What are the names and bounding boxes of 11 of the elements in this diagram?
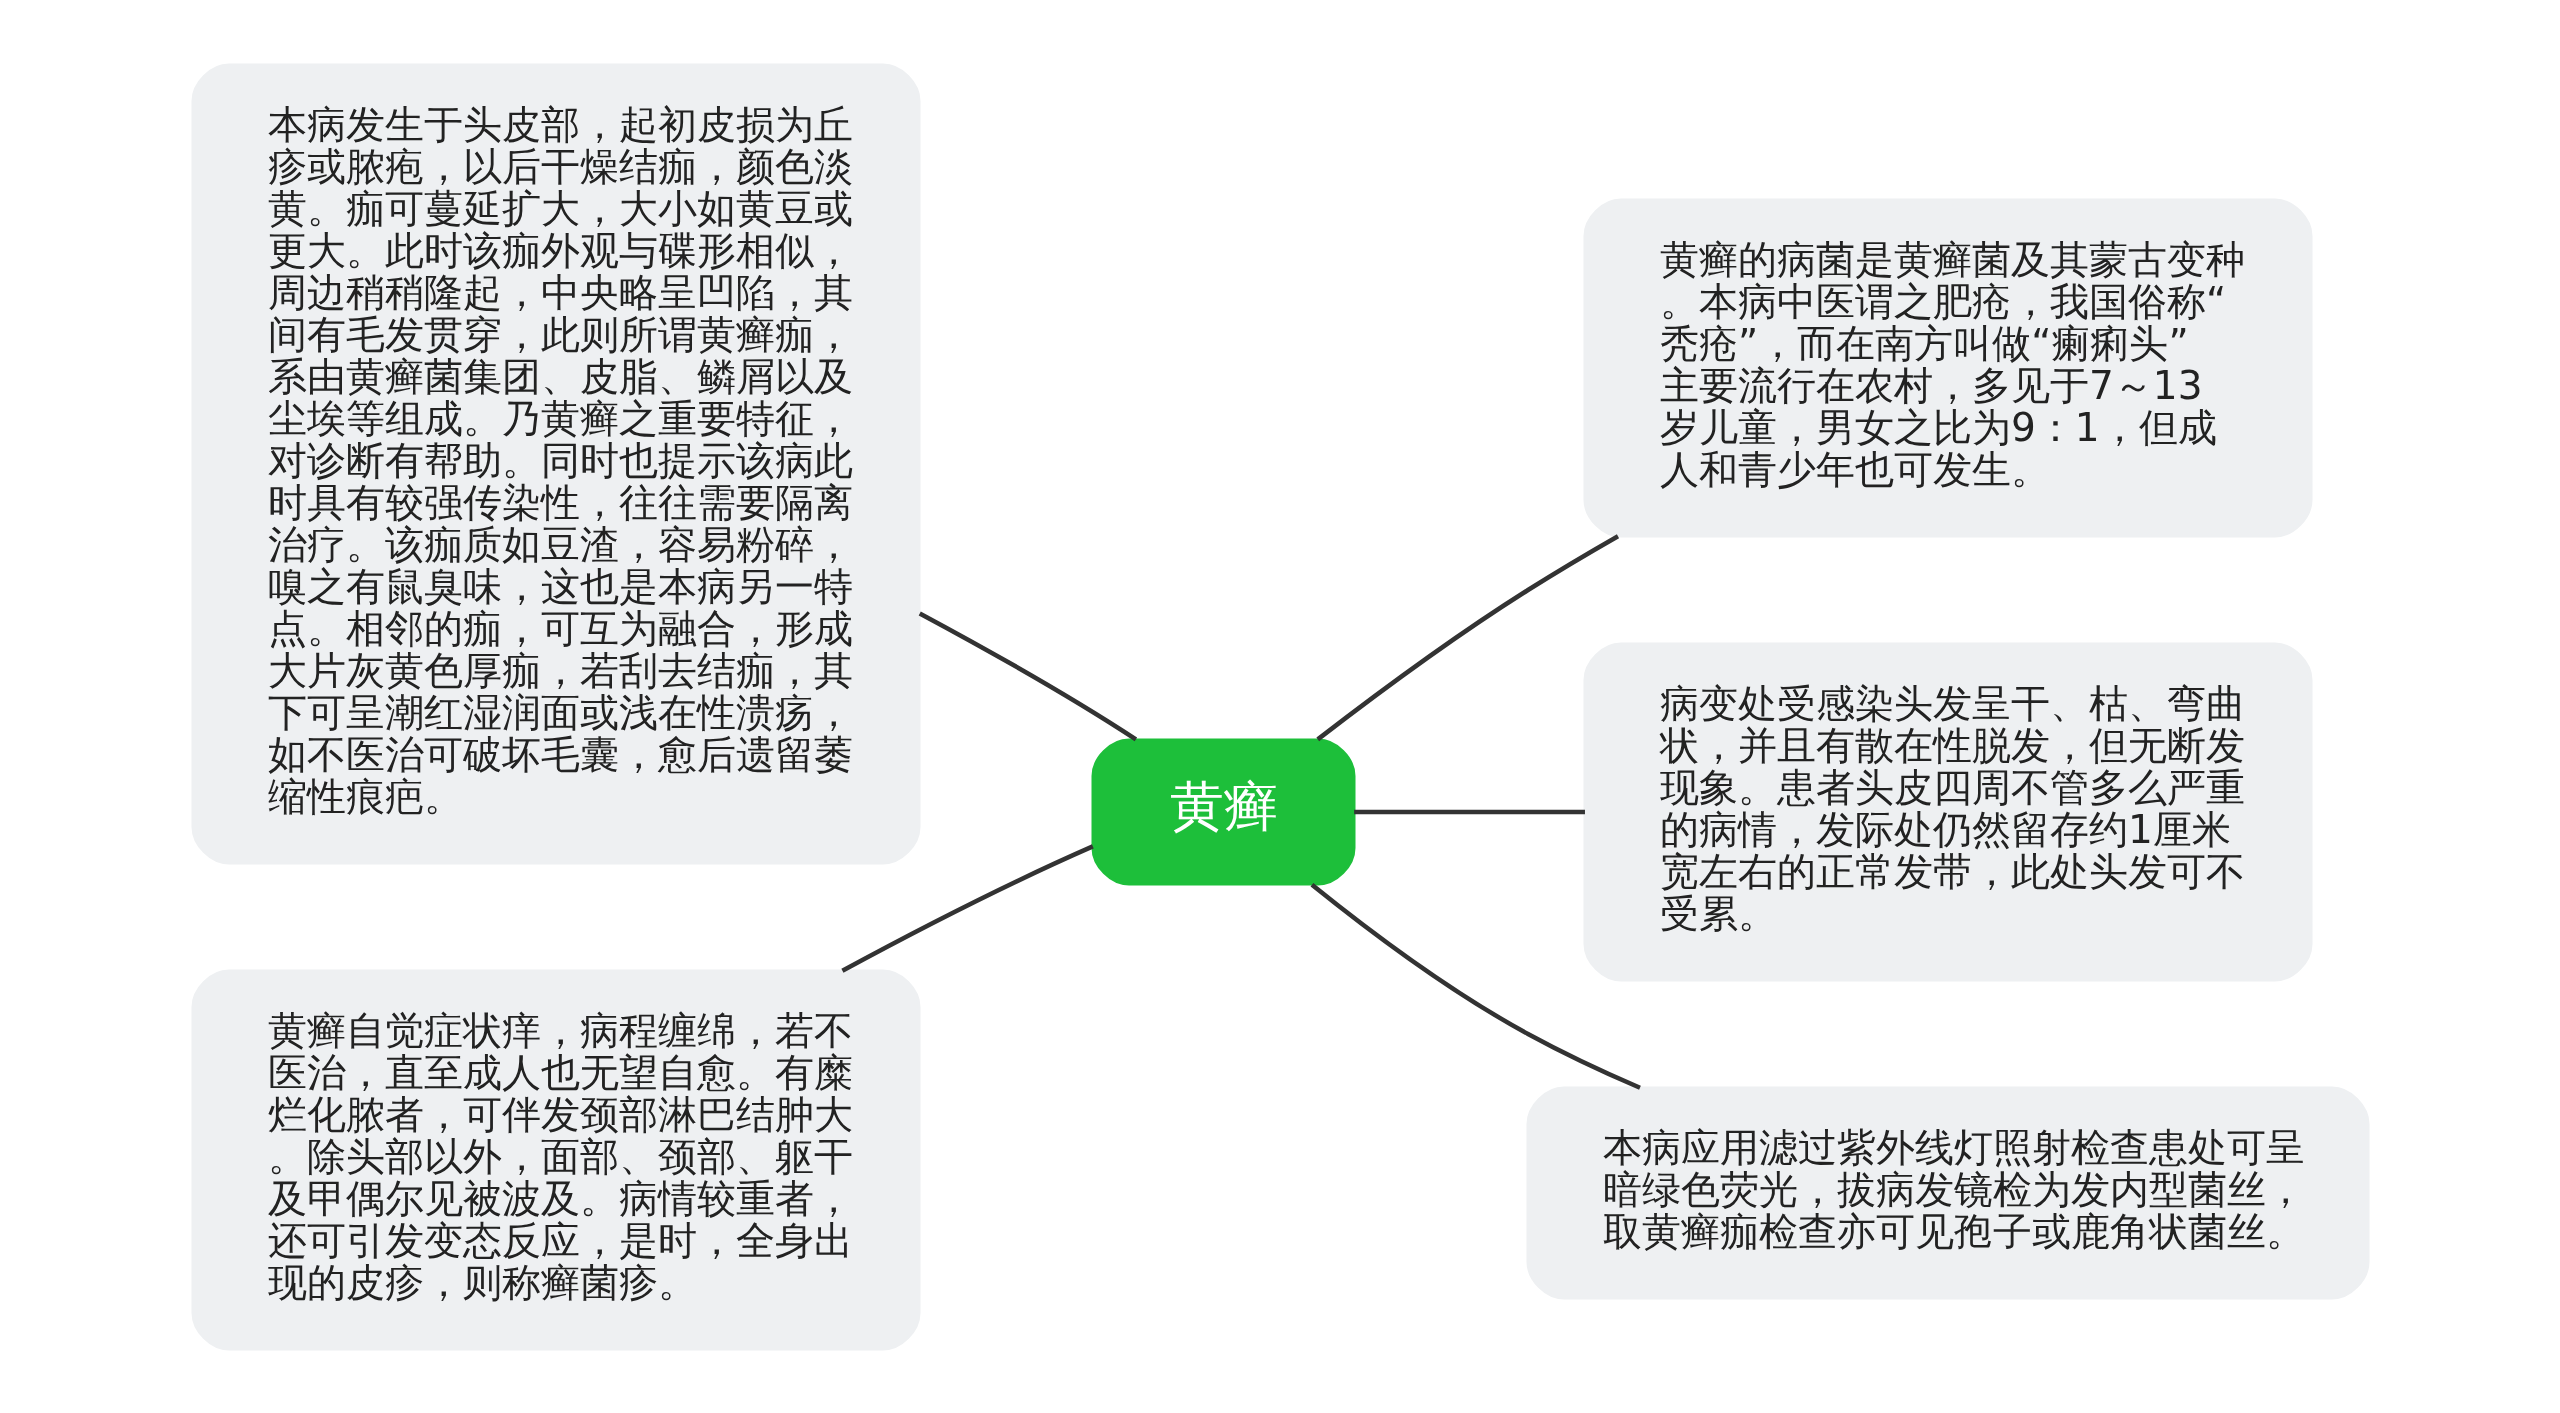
node-box: 本病应用滤过紫外线灯照射检查患处可呈暗绿色荧光，拔病发镜检为发内型菌丝，取黄癣痂检查亦可见孢子或鹿角状菌丝。 (1526, 1086, 2369, 1299)
connector (1353, 809, 1585, 814)
node-box: 黄癣的病菌是黄癣菌及其蒙古变种。本病中医谓之肥疮，我国俗称“秃疮”，而在南方叫做“瘌痢头”主要流行在农村，多见于7～13岁儿童，男女之比为9：1，但成人和青少年也可发生。 (1583, 198, 2312, 537)
node-box: 病变处受感染头发呈干、枯、弯曲状，并且有散在性脱发，但无断发现象。患者头皮四周不管多么严重的病情，发际处仍然留存约1厘米宽左右的正常发带，此处头发可不受累。 (1583, 642, 2312, 981)
node-box: 黄癣 (1091, 738, 1355, 885)
connector (1315, 533, 1619, 741)
node-box: 黄癣自觉症状痒，病程缠绵，若不医治，直至成人也无望自愈。有糜烂化脓者，可伴发颈部淋巴结肿大。除头部以外，面部、颈部、躯干及甲偶尔见被波及。病情较重者，还可引发变态反应，是时，全身出现的皮疹，则称癣菌疹。 (191, 969, 920, 1350)
node-box: 本病发生于头皮部，起初皮损为丘疹或脓疱，以后干燥结痂，颜色淡黄。痂可蔓延扩大，大小如黄豆或更大。此时该痂外观与碟形相似，周边稍稍隆起，中央略呈凹陷，其间有毛发贯穿，此则所谓黄癣痂，系由黄癣菌集团、皮脂、鳞屑以及尘埃等组成。乃黄癣之重要特征，对诊断有帮助。同时也提示该病此时具有较强传染性，往往需要隔离治疗。该痂质如豆渣，容易粉碎，嗅之有鼠臭味，这也是本病另一特点。相邻的痂，可互为融合，形成大片灰黄色厚痂，若刮去结痂，其下可呈潮红湿润面或浅在性溃疡，如不医治可破坏毛囊，愈后遗留萎缩性痕疤。 (191, 63, 920, 864)
connector (840, 843, 1094, 973)
connector (918, 610, 1137, 741)
connector (1310, 882, 1641, 1090)
